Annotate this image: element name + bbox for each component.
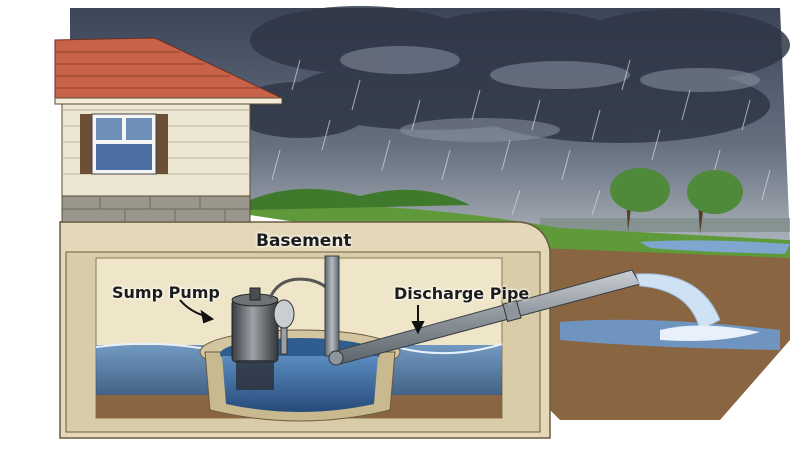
surface-puddle — [640, 240, 790, 254]
shutter-right — [156, 114, 168, 174]
trees — [540, 168, 790, 234]
discharge-pipe — [328, 269, 641, 366]
sump-pump — [231, 277, 332, 390]
cloud-highlights — [340, 46, 760, 142]
window — [80, 113, 168, 175]
vertical-pipe — [324, 255, 340, 357]
house — [54, 37, 283, 223]
label-arrows — [179, 299, 425, 335]
shutter-left — [80, 114, 92, 174]
sump-pump-label: Sump Pump — [112, 283, 220, 302]
rain-streaks — [271, 59, 771, 216]
basement-label: Basement — [256, 231, 352, 251]
float-switch — [273, 299, 295, 355]
water-outflow — [635, 273, 760, 341]
discharge-pipe-label: Discharge Pipe — [394, 284, 530, 303]
